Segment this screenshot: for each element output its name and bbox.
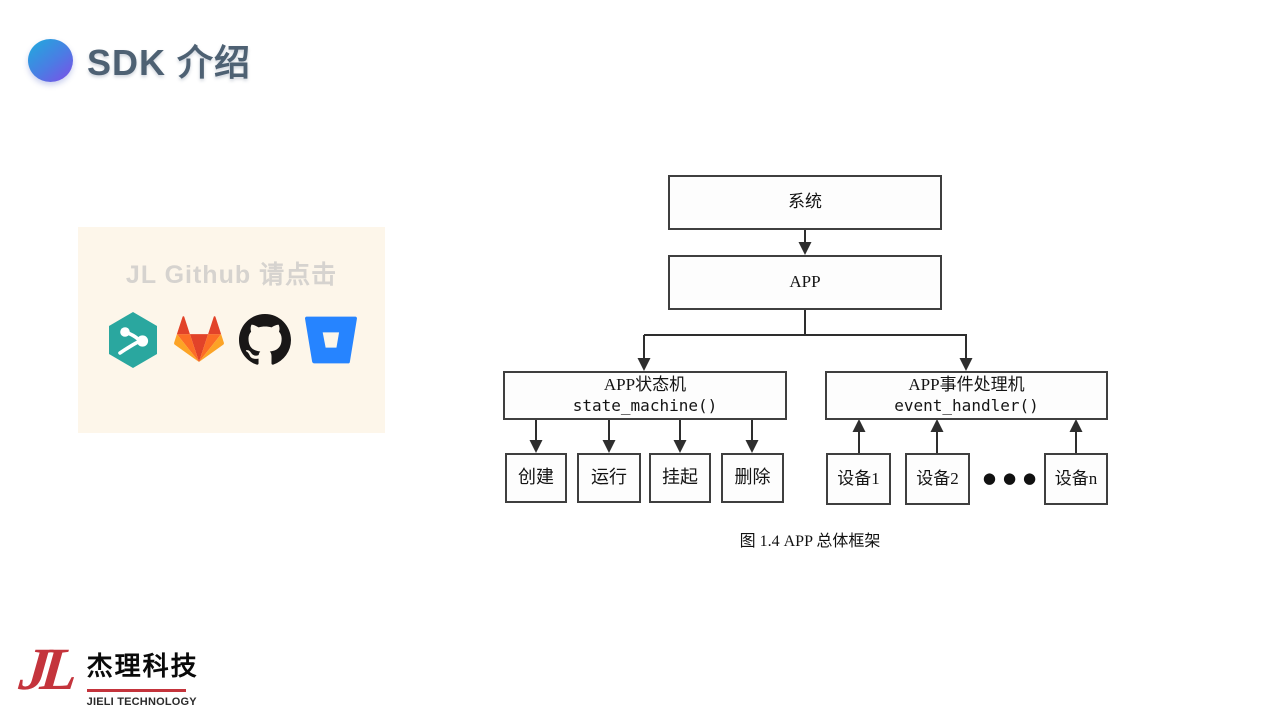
flow-node-system: 系统 [668,175,942,230]
slide-header: SDK 介绍 [28,34,251,86]
flow-node-device1: 设备1 [826,453,891,505]
flow-node-delete: 删除 [721,453,784,503]
flow-node-device1-label: 设备1 [837,468,880,488]
company-logo-text: 杰理科技 JIELI TECHNOLOGY [86,638,199,708]
bitbucket-icon[interactable] [304,311,357,369]
diagram-caption: 图 1.4 APP 总体框架 [739,533,881,550]
flow-node-device2: 设备2 [905,453,970,505]
flow-node-delete-label: 删除 [734,467,771,488]
gitlab-icon[interactable] [173,311,225,369]
flow-node-run: 运行 [577,453,641,503]
state-machine-code: state_machine() [572,396,718,416]
event-handler-code: event_handler() [894,396,1039,416]
github-icon[interactable] [238,311,291,369]
git-fork-hexagon-icon[interactable] [107,311,159,369]
company-logo: JL 杰理科技 JIELI TECHNOLOGY [16,636,199,708]
flow-node-state-machine: APP状态机 state_machine() [503,371,787,420]
page-title: SDK 介绍 [87,42,252,83]
logo-divider [86,689,186,692]
company-name-cn: 杰理科技 [86,651,199,681]
event-handler-title: APP事件处理机 [908,375,1025,395]
flow-node-device2-label: 设备2 [916,468,959,488]
flow-node-app-label: APP [789,272,821,292]
flow-node-app: APP [668,255,942,310]
flow-node-event-handler: APP事件处理机 event_handler() [825,371,1108,420]
flow-node-suspend-label: 挂起 [662,467,698,488]
company-name-en: JIELI TECHNOLOGY [86,696,197,708]
title-bullet-circle-icon [28,38,73,82]
github-icons-row [78,311,385,369]
flow-node-create: 创建 [505,453,567,503]
state-machine-title: APP状态机 [603,375,687,395]
github-links-panel: JL Github 请点击 [78,227,385,433]
flow-node-devicen: 设备n [1044,453,1108,505]
flow-node-run-label: 运行 [591,467,627,488]
flow-node-devicen-label: 设备n [1054,468,1098,488]
flow-node-suspend: 挂起 [649,453,711,503]
jl-logo-mark: JL [16,636,73,702]
flow-node-create-label: 创建 [518,467,554,488]
devices-ellipsis: ●●● [982,469,1044,487]
flow-node-system-label: 系统 [788,192,822,212]
github-panel-heading: JL Github 请点击 [125,261,338,289]
